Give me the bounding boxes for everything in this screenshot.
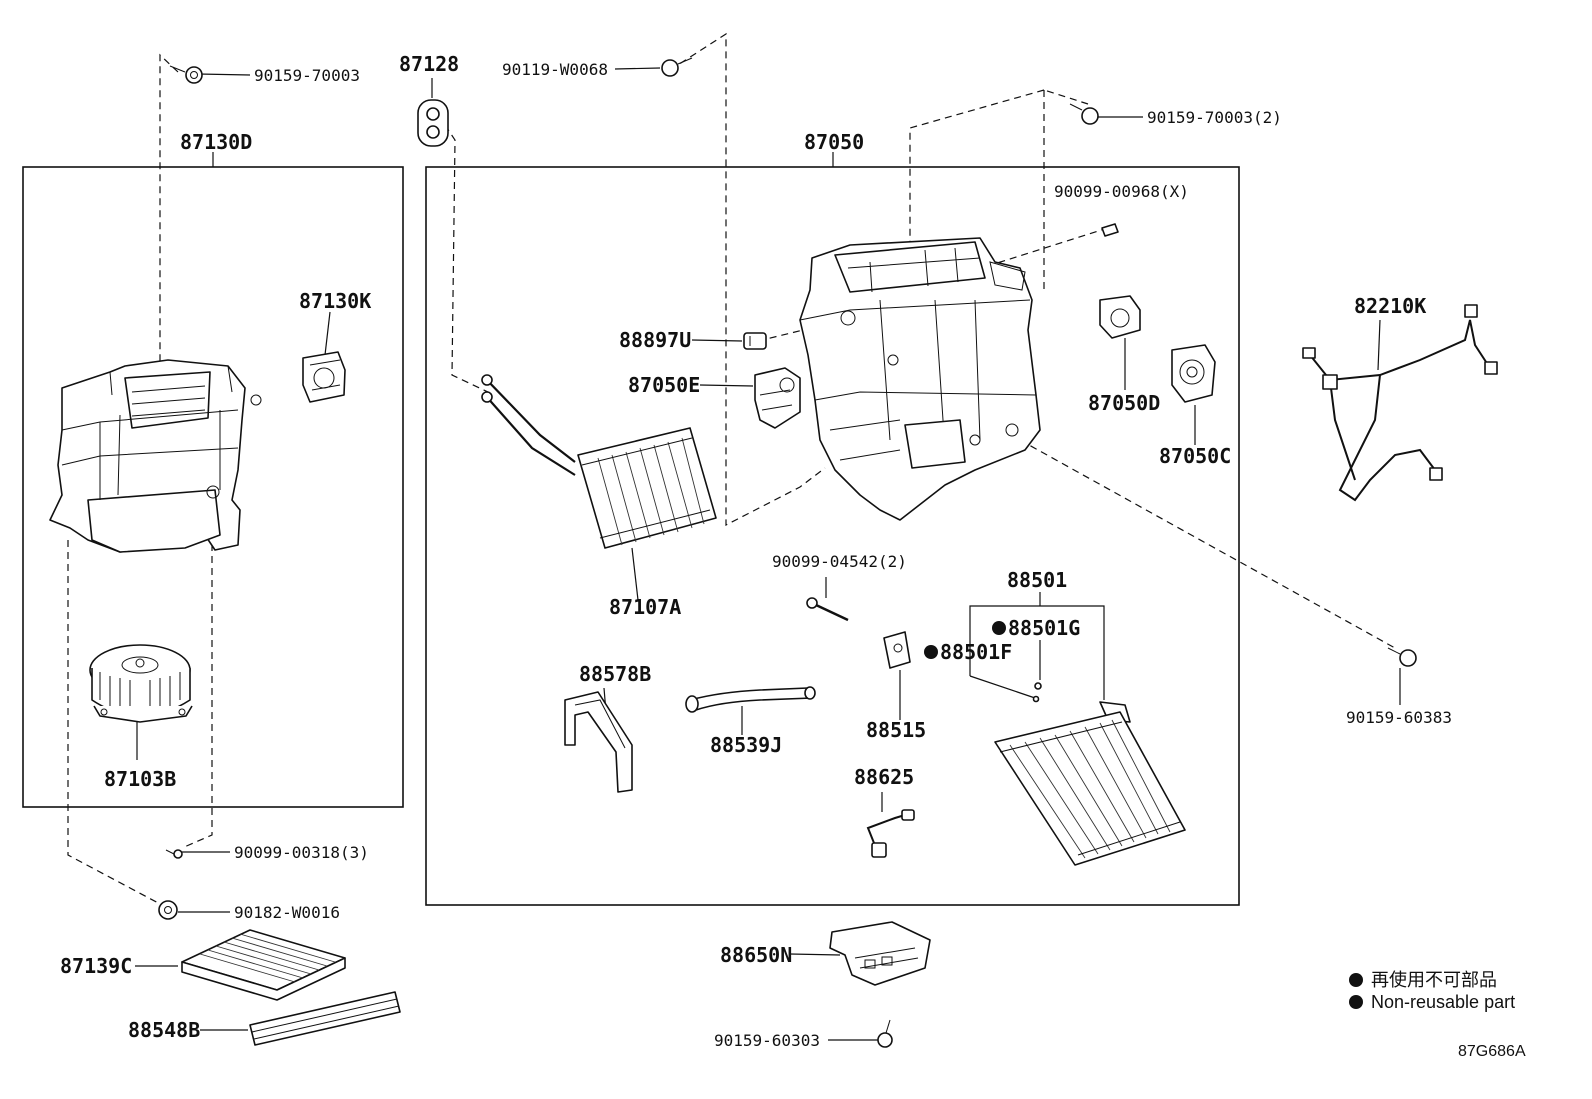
screw-90159-70003-top: [169, 65, 203, 84]
heater-core-87107A: [481, 374, 717, 549]
label-87107A: 87107A: [609, 595, 681, 619]
label-88539J: 88539J: [710, 733, 782, 757]
label-87130K: 87130K: [299, 289, 371, 313]
screw-90119-W0068: [661, 57, 693, 77]
label-88548B: 88548B: [128, 1018, 200, 1042]
blower-motor-87103B: [89, 644, 193, 723]
blower-case-87130D: [49, 359, 262, 553]
label-90099-00968: 90099-00968(X): [1054, 182, 1189, 201]
amplifier-88650N: [829, 921, 931, 986]
bolt-90159-60383: [1387, 647, 1417, 667]
servo-motor-87050D: [1099, 295, 1141, 339]
filter-pleats: [199, 933, 336, 983]
legend-bullet-en: [1349, 995, 1363, 1009]
label-87139C: 87139C: [60, 954, 132, 978]
o-rings-88501: [1032, 682, 1042, 703]
non-reusable-mark-88501F: [924, 645, 938, 659]
part-labels: 90159-70003 87130D 87130K 87103B 90099-0…: [60, 52, 1452, 1050]
servo-motor-87130K: [302, 351, 346, 403]
heater-core-fins: [597, 437, 705, 546]
legend-bullet-jp: [1349, 973, 1363, 987]
leader-lines: [135, 67, 1401, 1041]
screw-90099-00318: [165, 849, 183, 859]
label-88578B: 88578B: [579, 662, 651, 686]
label-88501: 88501: [1007, 568, 1067, 592]
wire-harness-82210K: [1302, 304, 1498, 502]
label-90159-70003-top: 90159-70003: [254, 66, 360, 85]
duct-88578B: [564, 691, 633, 793]
label-88501G: 88501G: [1008, 616, 1080, 640]
servo-motor-87050C: [1171, 344, 1216, 403]
bolt-90099-04542: [806, 597, 849, 622]
legend-text-en: Non-reusable part: [1371, 992, 1515, 1012]
label-87050: 87050: [804, 130, 864, 154]
servo-motor-87050E: [754, 367, 801, 429]
hose-88539J: [685, 686, 816, 713]
screw-90099-00968: [1101, 223, 1119, 237]
evaporator-88501: [994, 701, 1186, 866]
label-87050E: 87050E: [628, 373, 700, 397]
sensor-88625: [866, 809, 915, 858]
label-90159-60383: 90159-60383: [1346, 708, 1452, 727]
label-87103B: 87103B: [104, 767, 176, 791]
screw-90159-70003-2: [1069, 103, 1099, 125]
label-90159-60303: 90159-60303: [714, 1031, 820, 1050]
assembly-dashed-lines: [67, 32, 1396, 976]
label-90159-70003-2: 90159-70003(2): [1147, 108, 1282, 127]
label-90099-04542: 90099-04542(2): [772, 552, 907, 571]
label-90182-W0016: 90182-W0016: [234, 903, 340, 922]
legend: 再使用不可部品 Non-reusable part: [1349, 970, 1515, 1012]
label-87128: 87128: [399, 52, 459, 76]
grommet-87128: [417, 99, 449, 147]
label-88625: 88625: [854, 765, 914, 789]
label-88501F: 88501F: [940, 640, 1012, 664]
label-88897U: 88897U: [619, 328, 691, 352]
label-87050C: 87050C: [1159, 444, 1231, 468]
evaporator-fins: [1009, 719, 1171, 859]
expansion-valve-88515: [883, 631, 911, 669]
label-90119-W0068: 90119-W0068: [502, 60, 608, 79]
air-filter-87139C: [181, 929, 346, 1001]
heater-unit-87050: [799, 237, 1041, 521]
nut-90182-W0016: [158, 900, 178, 920]
diagram-ref-code: 87G686A: [1458, 1043, 1526, 1060]
seal-88548B: [249, 991, 401, 1046]
label-88515: 88515: [866, 718, 926, 742]
non-reusable-mark-88501G: [992, 621, 1006, 635]
label-90099-00318: 90099-00318(3): [234, 843, 369, 862]
connector-88897U: [743, 332, 767, 350]
label-87050D: 87050D: [1088, 391, 1160, 415]
legend-text-jp: 再使用不可部品: [1371, 970, 1497, 990]
screw-90159-60303: [877, 1019, 893, 1048]
label-87130D: 87130D: [180, 130, 252, 154]
label-88650N: 88650N: [720, 943, 792, 967]
label-82210K: 82210K: [1354, 294, 1426, 318]
